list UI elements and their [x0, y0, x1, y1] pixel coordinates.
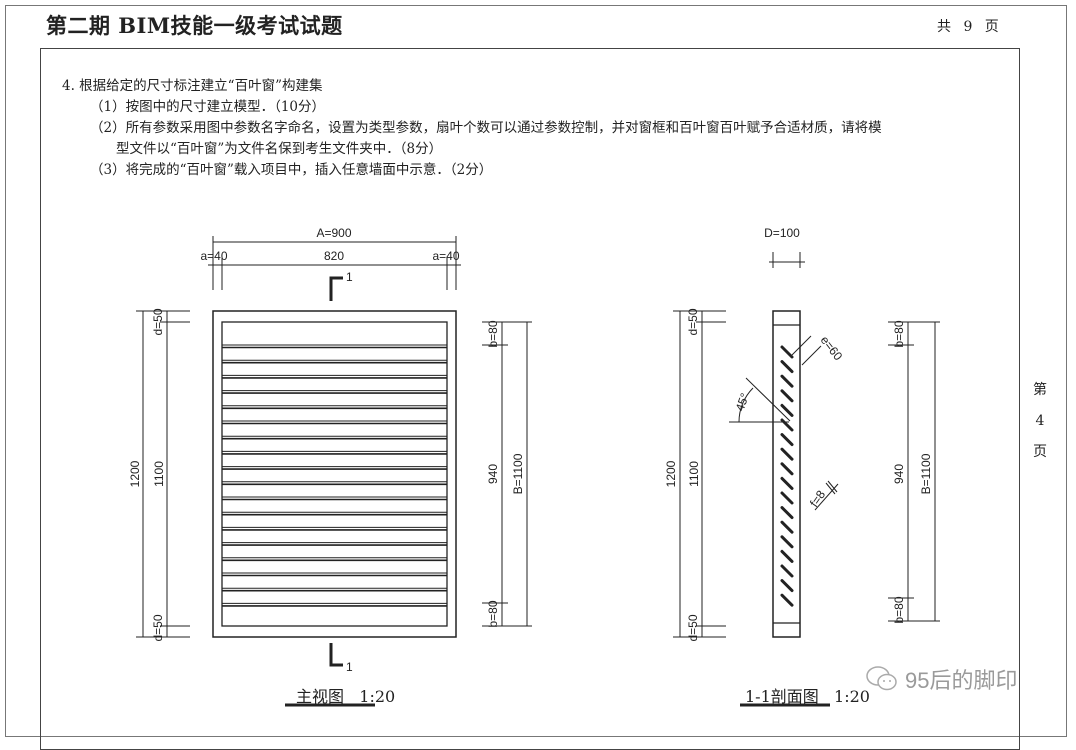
page-number: 4	[1035, 413, 1045, 429]
dim-b-top: b=80	[892, 320, 906, 347]
watermark-text: 95后的脚印	[905, 668, 1018, 693]
section-mark-label-2: 1	[346, 660, 353, 674]
page-label-2: 页	[1033, 444, 1047, 460]
dim-d-top: d=50	[686, 308, 700, 335]
dim-d-top: d=50	[151, 308, 165, 335]
question-item-3: （3）将完成的“百叶窗”载入项目中，插入任意墙面中示意．（2分）	[90, 162, 493, 178]
dim-940: 940	[486, 464, 500, 484]
dim-a-left: a=40	[200, 249, 227, 263]
louver-blade-section	[780, 403, 794, 417]
section-mark-top	[329, 276, 343, 301]
louvers	[222, 344, 447, 607]
caption-title: 1-1剖面图	[745, 687, 819, 706]
caption-title: 主视图	[296, 687, 345, 706]
dim-820: 820	[324, 249, 344, 263]
louver-blade-section	[780, 389, 794, 403]
page-number-side: 第 4 页	[1033, 375, 1047, 468]
louver-blade-section	[780, 374, 794, 388]
dim-e: e=60	[818, 333, 846, 363]
dim-b-top: b=80	[486, 320, 500, 347]
wechat-icon	[866, 666, 897, 691]
front-view-caption: 主视图 1:20	[296, 683, 395, 707]
section-mark-bottom	[329, 643, 343, 667]
question-stem: 4. 根据给定的尺寸标注建立“百叶窗”构建集	[62, 78, 323, 94]
louver-blade-section	[780, 520, 794, 534]
louver-blade-section	[780, 535, 794, 549]
louver-blade-section	[780, 476, 794, 490]
caption-scale: 1:20	[359, 687, 396, 706]
front-view: A=900 a=40 820 a=40 1 1 1200 1100 d=50 d…	[128, 226, 532, 707]
section-view-caption: 1-1剖面图 1:20	[745, 683, 870, 707]
question-item-1: （1）按图中的尺寸建立模型．（10分）	[90, 99, 326, 115]
drawing: A=900 a=40 820 a=40 1 1 1200 1100 d=50 d…	[128, 226, 940, 707]
page-label-1: 第	[1033, 382, 1047, 398]
section-mark-label: 1	[346, 270, 353, 284]
window-frame-outer	[212, 310, 457, 638]
exam-title: 第二期 BIM技能一级考试试题	[46, 13, 343, 38]
section-frame	[772, 310, 801, 638]
question-item-2-cont: 型文件以“百叶窗”为文件名保到考生文件夹中．（8分）	[116, 141, 443, 157]
louver-blade-section	[780, 345, 794, 359]
dim-d-bottom: d=50	[686, 614, 700, 641]
dim-A: A=900	[316, 226, 351, 240]
dim-B: B=1100	[511, 453, 525, 494]
louver-blade-section	[780, 506, 794, 520]
louver-blade-section	[780, 462, 794, 476]
louver-sections	[780, 345, 794, 607]
louver-blade-section	[780, 549, 794, 563]
dim-a-right: a=40	[432, 249, 459, 263]
louver-blade-section	[780, 447, 794, 461]
dim-1200: 1200	[664, 460, 678, 487]
louver-blade-section	[780, 360, 794, 374]
total-pages: 共 9 页	[937, 19, 999, 35]
louver-blade-section	[780, 564, 794, 578]
dim-angle: 45°	[733, 391, 752, 413]
dim-f: f=8	[807, 487, 828, 509]
louver-blade-section	[780, 579, 794, 593]
section-view: D=100 e=60 45° f=8 1200 1100 d=50 d=50 b…	[664, 226, 940, 707]
dim-1100: 1100	[152, 461, 166, 487]
dim-1200: 1200	[128, 460, 142, 487]
question-text: 4. 根据给定的尺寸标注建立“百叶窗”构建集 （1）按图中的尺寸建立模型．（10…	[62, 76, 882, 181]
dim-1100: 1100	[687, 461, 701, 487]
dim-B: B=1100	[919, 453, 933, 494]
louver-blade-section	[780, 593, 794, 607]
dim-d-bottom: d=50	[151, 614, 165, 641]
question-item-2: （2）所有参数采用图中参数名字命名，设置为类型参数，扇叶个数可以通过参数控制，并…	[90, 120, 882, 136]
window-frame-inner	[221, 321, 448, 627]
dim-b-bottom: b=80	[892, 596, 906, 623]
dim-D: D=100	[764, 226, 800, 240]
caption-scale: 1:20	[834, 687, 870, 706]
watermark: 95后的脚印	[865, 663, 1017, 695]
dim-b-bottom: b=80	[486, 600, 500, 627]
louver-blade-section	[780, 433, 794, 447]
dim-940: 940	[892, 464, 906, 484]
louver-blade-section	[780, 491, 794, 505]
